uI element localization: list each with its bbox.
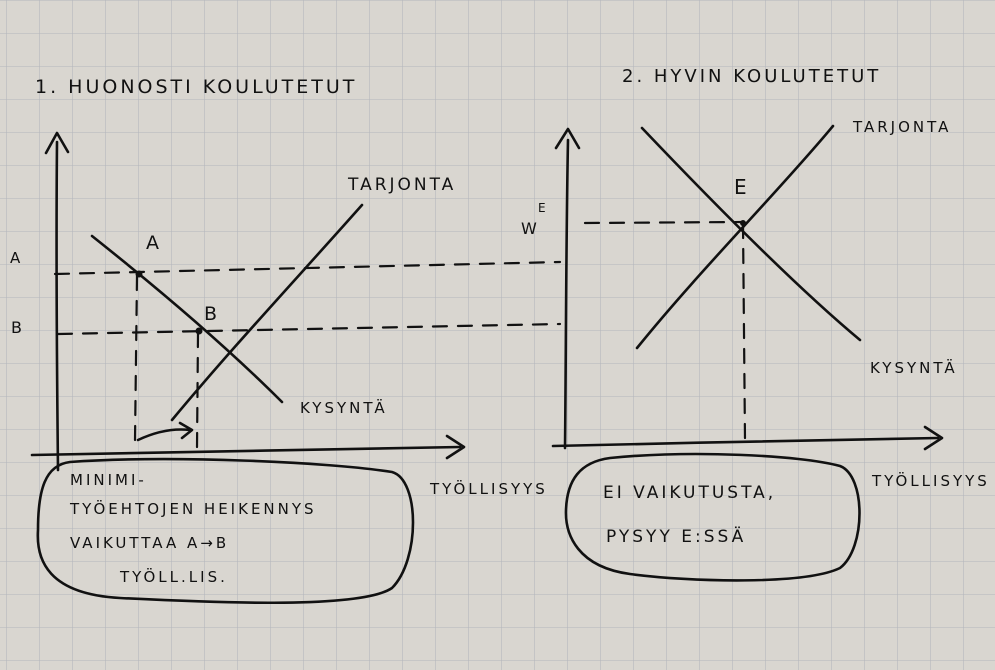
diagram-2-point-e: [740, 220, 746, 226]
diagram-1-x-axis-label: TYÖLLISYYS: [429, 479, 548, 498]
diagram-1-demand-curve: [90, 234, 284, 404]
diagram-1-x-axis: [30, 445, 462, 457]
diagram-2-y-label-superscript: E: [538, 201, 549, 215]
diagram-2-demand-curve: [640, 126, 862, 342]
diagram-2-x-arrowhead: [923, 425, 944, 451]
diagram-2-x-axis-label: TYÖLLISYYS: [871, 471, 990, 490]
diagram-2: 2. HYVIN KOULUTETUT E W E TARJONTA KYSYN…: [521, 66, 990, 582]
diagram-1-supply-curve: [170, 203, 364, 422]
diagram-1-y-axis: [55, 140, 60, 472]
diagram-2-dashed-drop-e: [741, 222, 747, 442]
diagram-1-shift-arrowhead: [178, 421, 194, 440]
diagram-2-note-line-2: PYSYY E:SSÄ: [606, 526, 746, 547]
diagram-2-note-line-1: EI VAIKUTUSTA,: [603, 483, 776, 503]
diagram-1-title: 1. HUONOSTI KOULUTETUT: [35, 76, 357, 98]
diagram-2-demand-label: KYSYNTÄ: [870, 358, 958, 377]
diagram-1-point-a-label: A: [146, 232, 162, 254]
diagram-1-note-line-4: TYÖLL.LIS.: [119, 567, 228, 586]
diagram-1-dashed-drop-a: [133, 274, 139, 442]
diagram-2-supply-curve: [635, 124, 835, 350]
diagram-1-x-arrowhead: [445, 434, 466, 460]
diagram-2-y-arrowhead: [554, 127, 581, 150]
diagram-2-note-bubble: [564, 452, 861, 582]
diagram-1-supply-label: TARJONTA: [347, 175, 456, 195]
diagram-1-y-label-b: B: [11, 318, 25, 337]
diagram-2-dashed-we: [583, 220, 744, 225]
diagram-2-point-e-label: E: [734, 175, 750, 199]
diagram-2-title: 2. HYVIN KOULUTETUT: [622, 66, 881, 87]
diagram-2-y-label: W: [521, 219, 540, 238]
diagram-1-point-b: [195, 327, 203, 335]
diagram-1-demand-label: KYSYNTÄ: [300, 398, 388, 417]
diagram-1-point-a: [135, 270, 143, 278]
diagram-1-dashed-drop-b: [195, 331, 200, 450]
diagram-1-note-line-3: VAIKUTTAA A→B: [70, 534, 229, 552]
diagram-1-dashed-level-b: [56, 322, 562, 336]
diagram-1-shift-arrow: [136, 428, 192, 442]
diagram-1-note-line-1: MINIMI-: [70, 471, 147, 489]
diagram-1-y-label-a: A: [10, 249, 23, 267]
diagram-2-y-axis: [563, 138, 570, 450]
diagram-1-note-bubble: [36, 457, 415, 605]
diagram-2-supply-label: TARJONTA: [852, 118, 951, 136]
diagram-1: 1. HUONOSTI KOULUTETUT A B A B TARJONTA …: [10, 76, 562, 605]
diagram-1-point-b-label: B: [204, 303, 220, 325]
diagram-2-x-axis: [551, 436, 940, 448]
diagram-1-note-line-2: TYÖEHTOJEN HEIKENNYS: [69, 499, 317, 518]
diagram-1-y-arrowhead: [44, 131, 70, 155]
